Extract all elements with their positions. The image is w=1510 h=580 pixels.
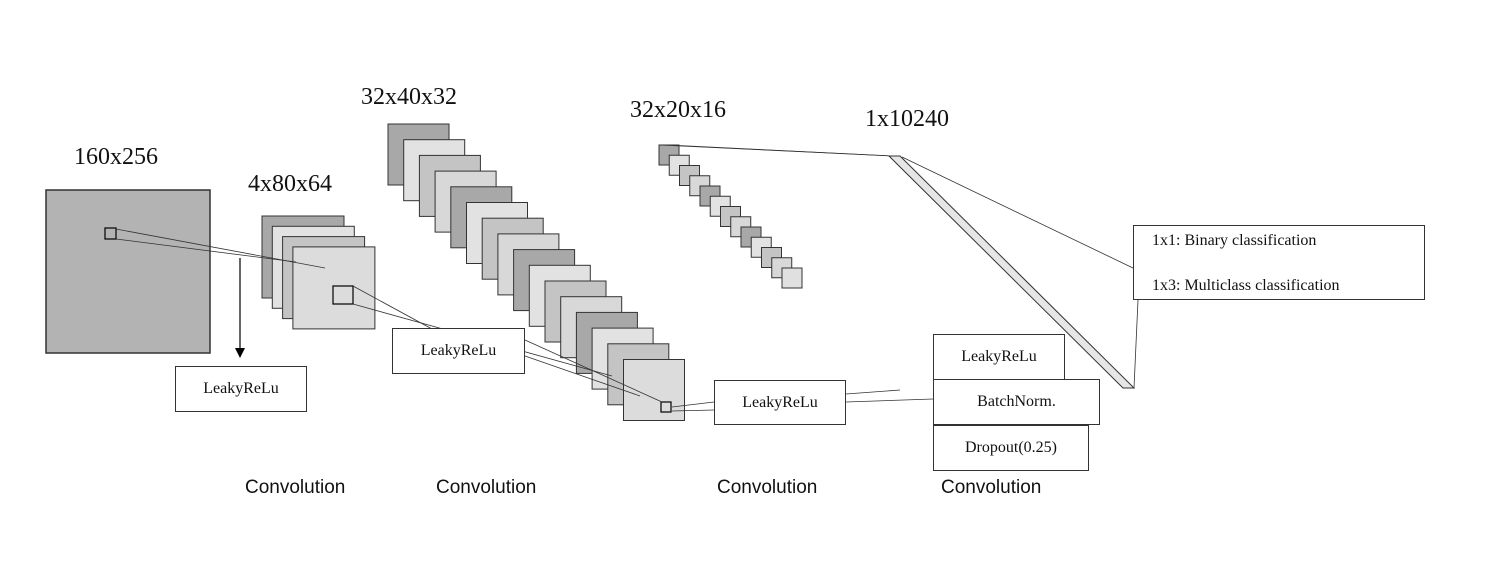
activation-box-4: LeakyReLu	[933, 334, 1065, 380]
conv1-dimension-label: 4x80x64	[248, 171, 332, 197]
convolution-caption-1: Convolution	[245, 477, 346, 498]
activation-box-3: LeakyReLu	[714, 380, 846, 425]
conv2-dimension-label: 32x40x32	[361, 84, 457, 110]
convolution-caption-4: Convolution	[941, 477, 1042, 498]
activation-box-2: LeakyReLu	[392, 328, 525, 374]
conv1-feature-maps	[261, 215, 376, 330]
conv1-feature-map-4	[292, 246, 376, 330]
conv2-feature-maps	[387, 123, 685, 421]
conv1-kernel-window	[332, 285, 354, 305]
multiclass-classification-label: 1x3: Multiclass classification	[1152, 277, 1340, 294]
input-kernel-window	[104, 227, 117, 240]
conv3-dimension-label: 32x20x16	[630, 97, 726, 123]
input-dimension-label: 160x256	[74, 144, 158, 170]
convolution-caption-3: Convolution	[717, 477, 818, 498]
activation-box-1: LeakyReLu	[175, 366, 307, 412]
conv3-feature-maps	[658, 144, 803, 289]
convolution-caption-2: Convolution	[436, 477, 537, 498]
dense-dimension-label: 1x10240	[865, 106, 949, 132]
conv3-feature-map-13	[781, 267, 803, 289]
input-image	[45, 189, 211, 354]
conv2-feature-map-16	[623, 359, 685, 421]
binary-classification-label: 1x1: Binary classification	[1152, 232, 1317, 249]
dense-layer-bar	[887, 155, 1136, 389]
batchnorm-box: BatchNorm.	[933, 379, 1100, 425]
conv2-kernel-window	[660, 401, 672, 413]
dropout-box: Dropout(0.25)	[933, 425, 1089, 471]
output-classification-box: 1x1: Binary classification 1x3: Multicla…	[1133, 225, 1425, 300]
